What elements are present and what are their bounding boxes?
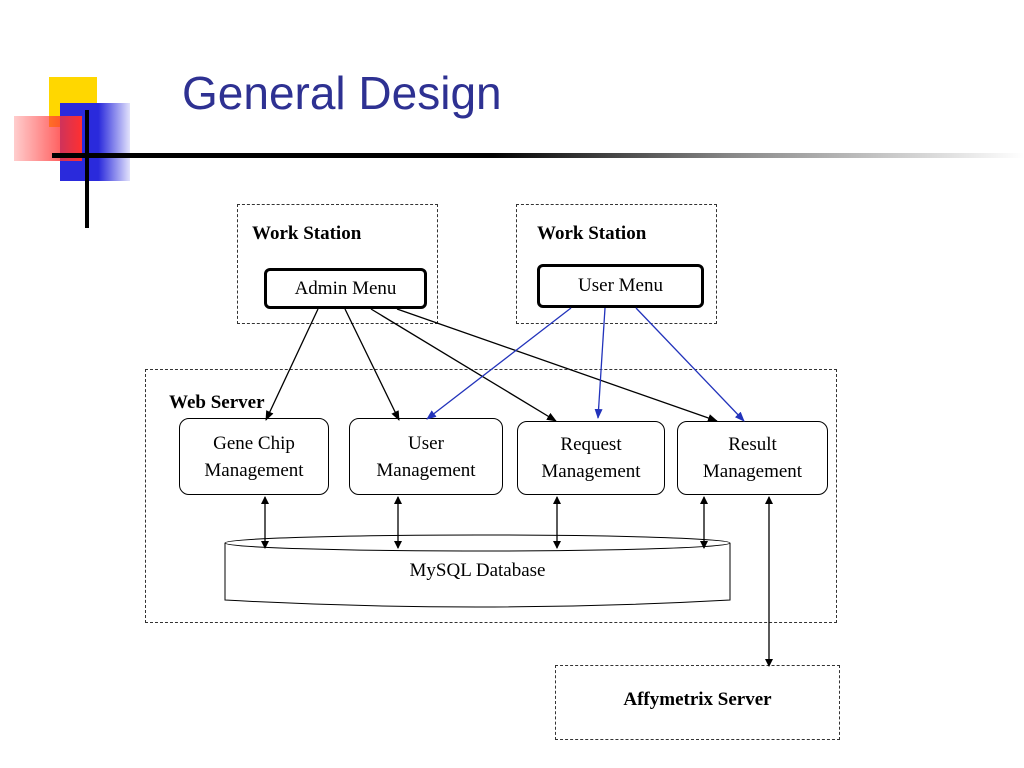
request-management-line1: Request bbox=[560, 434, 622, 455]
arrow-user-to-request-mgmt bbox=[594, 307, 606, 419]
admin-menu-box: Admin Menu bbox=[264, 268, 427, 309]
user-management-line1: User bbox=[408, 432, 444, 454]
gene-chip-management-box: Gene Chip Management bbox=[179, 418, 329, 495]
slide-logo-decoration bbox=[0, 0, 140, 240]
affymetrix-server-box bbox=[555, 665, 840, 740]
arrow-admin-to-user-mgmt bbox=[344, 308, 400, 421]
request-management-box: Request Management bbox=[517, 421, 665, 495]
user-management-box: User Management bbox=[349, 418, 503, 495]
logo-vertical-line bbox=[85, 110, 89, 228]
workstation-left-box bbox=[237, 204, 438, 324]
slide-title: General Design bbox=[182, 67, 502, 119]
user-management-line2: Management bbox=[376, 459, 476, 481]
arrow-admin-to-request-mgmt bbox=[370, 308, 557, 422]
gene-chip-management-line2: Management bbox=[204, 459, 304, 481]
arrow-user-to-result-mgmt bbox=[635, 307, 745, 422]
user-menu-box: User Menu bbox=[537, 264, 704, 308]
mysql-database-cylinder bbox=[224, 534, 731, 608]
arrow-admin-to-gene-chip bbox=[265, 308, 319, 421]
arrow-admin-to-result-mgmt bbox=[396, 308, 718, 422]
workstation-left-label: Work Station bbox=[252, 223, 362, 244]
title-underline bbox=[52, 153, 1024, 158]
workstation-right-label: Work Station bbox=[537, 223, 647, 244]
result-management-box: Result Management bbox=[677, 421, 828, 495]
result-management-line2: Management bbox=[702, 461, 803, 482]
arrow-user-to-user-mgmt bbox=[426, 307, 572, 420]
workstation-right-box bbox=[516, 204, 717, 324]
mysql-database-label: MySQL Database bbox=[409, 560, 546, 581]
affymetrix-server-label: Affymetrix Server bbox=[623, 689, 772, 710]
web-server-label: Web Server bbox=[169, 392, 265, 413]
gene-chip-management-line1: Gene Chip bbox=[213, 432, 295, 454]
request-management-line2: Management bbox=[541, 461, 641, 482]
result-management-line1: Result bbox=[728, 434, 777, 455]
